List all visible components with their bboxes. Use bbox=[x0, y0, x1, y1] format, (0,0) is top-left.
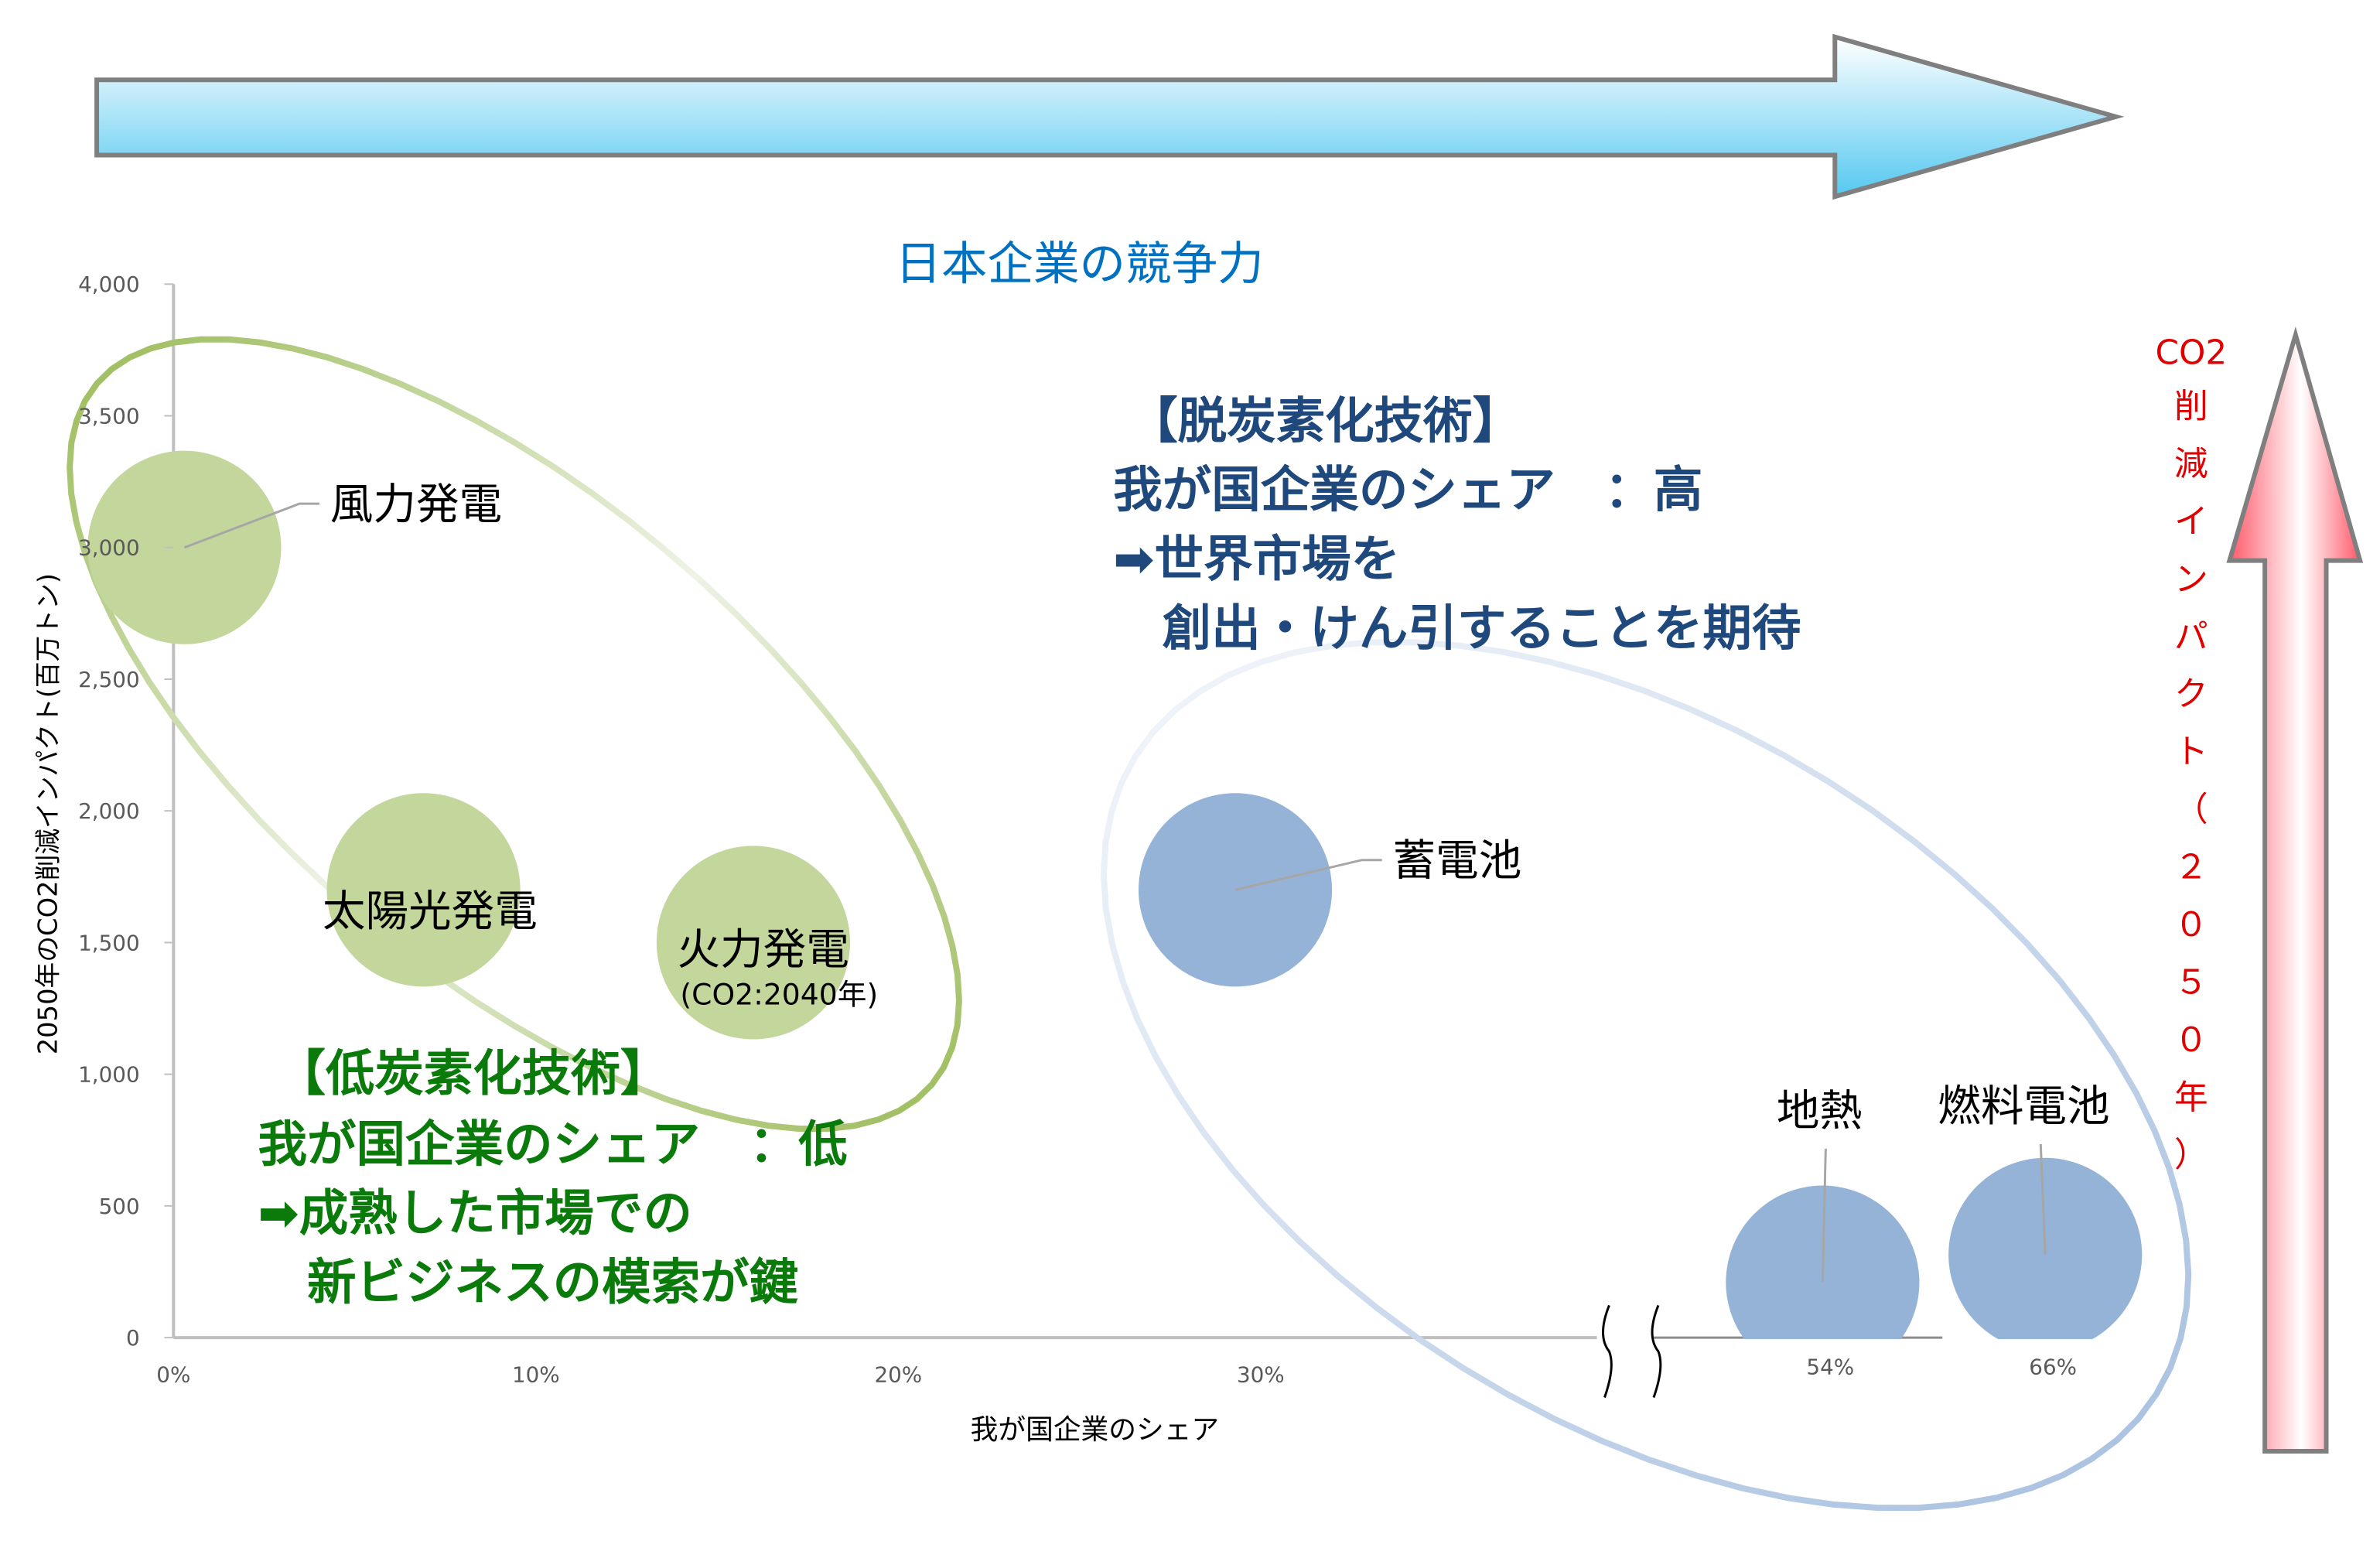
bubble bbox=[326, 793, 521, 987]
co2-impact-char: 減 bbox=[2174, 444, 2208, 483]
y-tick-label: 3,500 bbox=[78, 403, 140, 429]
y-tick-label: 3,000 bbox=[78, 535, 140, 561]
x-axis-label: 我が国企業のシェア bbox=[971, 1414, 1219, 1446]
co2-impact-char: ト bbox=[2174, 733, 2208, 772]
leader-line bbox=[183, 502, 319, 549]
co2-impact-char: ０ bbox=[2174, 905, 2208, 945]
co2-impact-char: 年 bbox=[2174, 1078, 2208, 1117]
x-break-tick-label: 66% bbox=[2029, 1355, 2077, 1380]
co2-impact-char: イ bbox=[2174, 502, 2208, 542]
co2-impact-arrow bbox=[2226, 326, 2364, 1454]
y-axis-label: 2050年のCO2削減インパクト(百万トン) bbox=[32, 573, 63, 1054]
axis-break-icon bbox=[1602, 1304, 1662, 1399]
bubble-label: 火力発電 bbox=[677, 925, 849, 975]
decarbon-summary: 【脱炭素化技術】 我が国企業のシェア ：高 ➡世界市場を 創出・けん引することを… bbox=[1113, 392, 1801, 657]
leader-line bbox=[2039, 1143, 2047, 1255]
bubble-label: 太陽光発電 bbox=[323, 887, 538, 937]
y-tick-label: 4,000 bbox=[78, 272, 140, 297]
co2-impact-char: ク bbox=[2174, 675, 2208, 714]
co2-impact-char: ０ bbox=[2174, 1020, 2208, 1060]
bubble-label: 燃料電池 bbox=[1938, 1081, 2109, 1132]
co2-impact-char: ５ bbox=[2174, 962, 2208, 1002]
co2-impact-char: パ bbox=[2174, 617, 2208, 657]
low-carbon-summary: 【低炭素化技術】 我が国企業のシェア ：低 ➡成熟した市場での 新ビジネスの模索… bbox=[258, 1044, 865, 1310]
bubble bbox=[656, 846, 850, 1040]
low-carbon-group-ring bbox=[67, 336, 962, 1133]
bubble-label: 風力発電 bbox=[330, 480, 502, 530]
co2-impact-char: 削 bbox=[2174, 387, 2208, 426]
co2-impact-char: （ bbox=[2174, 790, 2208, 829]
co2-impact-char: CO2 bbox=[2156, 333, 2228, 373]
bubble-label: 地熱 bbox=[1777, 1086, 1863, 1136]
co2-impact-char: ン bbox=[2174, 559, 2208, 599]
y-tick-label: 2,500 bbox=[78, 667, 140, 692]
x-tick-label: 0% bbox=[156, 1362, 190, 1388]
co2-impact-char: ２ bbox=[2174, 848, 2208, 887]
x-tick-label: 20% bbox=[874, 1362, 922, 1388]
y-tick-label: 500 bbox=[99, 1194, 140, 1219]
co2-impact-arrow-label: CO2 削減インパクト （ ２ ０ ５ ０ 年 ） bbox=[2156, 333, 2228, 1175]
x-tick-label: 30% bbox=[1237, 1362, 1285, 1388]
chart-title: 日本企業の競争力 bbox=[895, 237, 1263, 291]
y-tick-label: 2,000 bbox=[78, 798, 140, 824]
x-break-tick-label: 54% bbox=[1806, 1355, 1854, 1380]
bubble-sublabel: (CO2:2040年) bbox=[680, 977, 878, 1011]
bubble-label: 蓄電池 bbox=[1393, 836, 1522, 887]
y-tick-label: 0 bbox=[126, 1325, 140, 1351]
x-tick-label: 10% bbox=[512, 1362, 560, 1388]
leader-line bbox=[1821, 1148, 1827, 1283]
leader-line bbox=[1234, 859, 1382, 891]
co2-impact-char: ） bbox=[2174, 1136, 2208, 1175]
competitiveness-arrow bbox=[94, 33, 2125, 200]
decarbon-group-ring bbox=[1100, 639, 2192, 1512]
y-tick-label: 1,000 bbox=[78, 1062, 140, 1088]
y-tick-label: 1,500 bbox=[78, 930, 140, 955]
